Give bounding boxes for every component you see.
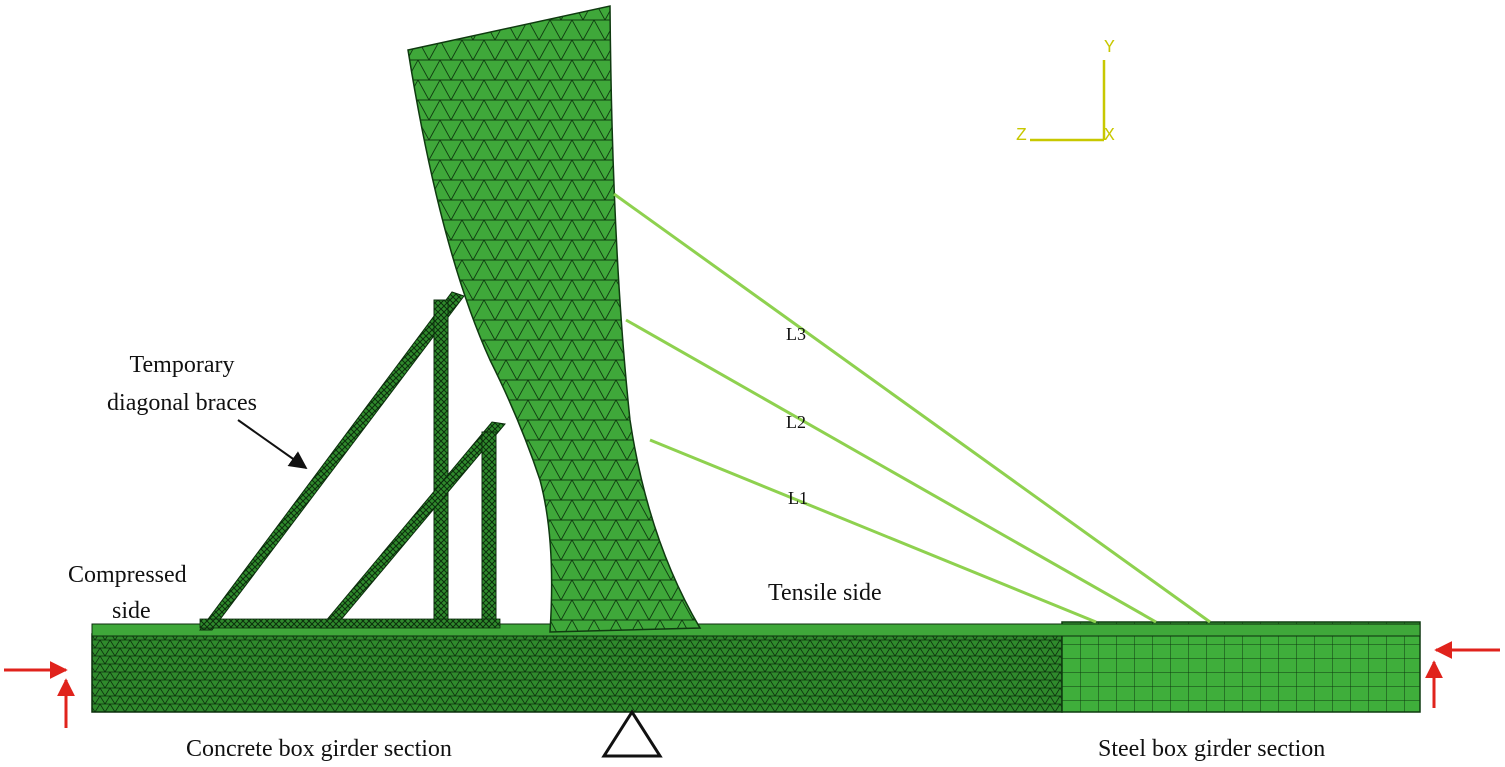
steel-girder-section: [1061, 621, 1421, 713]
cable-label-l3: L3: [786, 324, 806, 344]
cable-l2: [625, 318, 1157, 624]
label-temporary-line2: diagonal braces: [107, 390, 257, 416]
axis-z-label: Z: [1016, 126, 1027, 146]
label-compressed-line2: side: [112, 598, 151, 624]
brace-inner-vertical: [481, 431, 497, 626]
stay-cables: [613, 192, 1211, 624]
triangle-support-icon: [601, 709, 663, 758]
main-girder: [91, 621, 1421, 713]
concrete-girder-section: [91, 633, 1063, 713]
load-arrows-right-icon: [1425, 641, 1500, 708]
axis-y-label: Y: [1104, 38, 1115, 58]
label-tensile-side: Tensile side: [768, 580, 882, 606]
load-arrows-left-icon: [4, 661, 75, 728]
cable-l1: [649, 438, 1097, 624]
axis-x-label: X: [1104, 126, 1115, 146]
temporary-braces: [199, 291, 506, 631]
pointer-arrow-icon: [237, 419, 308, 470]
brace-base-strip: [199, 618, 501, 629]
label-steel-section: Steel box girder section: [1098, 736, 1325, 762]
brace-outer-vertical: [433, 299, 449, 626]
brace-outer-diagonal: [199, 291, 465, 631]
tower: [407, 5, 702, 633]
axis-triad: Y Z X: [1016, 38, 1115, 146]
cable-l3: [613, 192, 1211, 624]
label-temporary-line1: Temporary: [130, 352, 235, 378]
label-compressed-line1: Compressed: [68, 562, 187, 588]
label-concrete-section: Concrete box girder section: [186, 736, 452, 762]
cable-label-l2: L2: [786, 412, 806, 432]
brace-inner-diagonal: [318, 421, 506, 629]
cable-label-l1: L1: [788, 488, 808, 508]
